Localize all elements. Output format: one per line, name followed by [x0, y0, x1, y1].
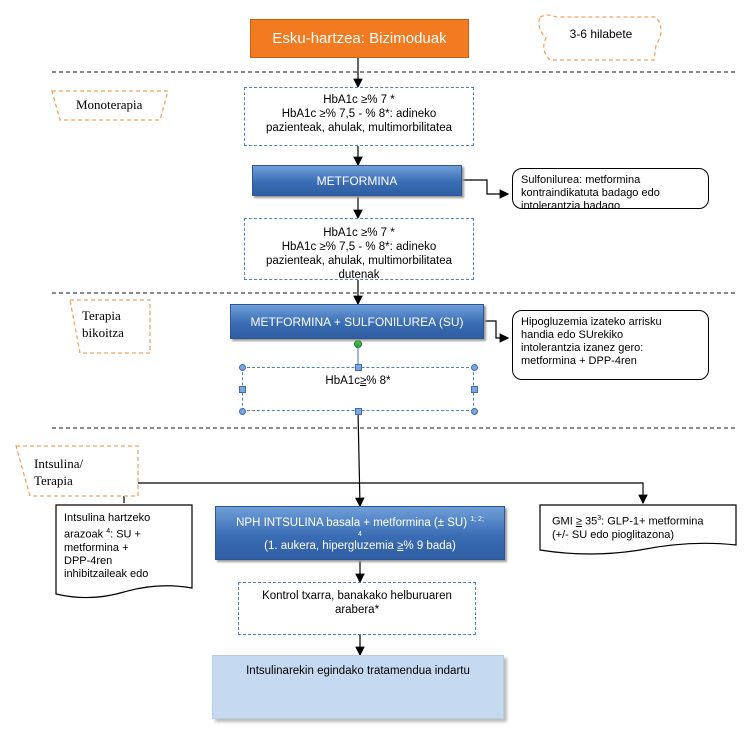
section-banner [15, 445, 139, 497]
document-shape [539, 504, 737, 555]
note-sulfonilurea: Sulfonilurea: metformina kontraindikatut… [512, 168, 709, 209]
final-box: Intsulinarekin egindako tratamendua inda… [212, 655, 504, 719]
resize-handle[interactable] [239, 386, 246, 393]
period-label: 3-6 hilabete [569, 27, 633, 41]
section-banner [51, 90, 169, 121]
drug-box-metformina: METFORMINA [252, 165, 462, 196]
section-banner [69, 299, 151, 354]
section-label-dual: Terapia bikoitza [82, 308, 124, 340]
drug-box-nph-intsulina: NPH INTSULINA basala + metformina (± SU)… [215, 506, 505, 560]
resize-handle[interactable] [471, 386, 478, 393]
resize-handle[interactable] [239, 364, 246, 371]
arrow [123, 482, 648, 505]
resize-handle[interactable] [355, 364, 362, 371]
resize-handle[interactable] [355, 408, 362, 415]
document-shape [55, 504, 193, 599]
criteria-box: HbA1c ≥% 7 * HbA1c ≥% 7,5 - % 8*: adinek… [244, 87, 474, 146]
note-hipogluzemia: Hipogluzemia izateko arrisku handia edo … [512, 310, 709, 380]
control-box: Kontrol txarra, banakako helburuaren ara… [238, 582, 476, 635]
arrow [355, 410, 365, 508]
criteria-box-selected[interactable]: HbA1c≥% 8* [242, 367, 474, 411]
arrow [484, 320, 510, 343]
period-banner [538, 14, 662, 61]
resize-handle[interactable] [471, 364, 478, 371]
resize-handle[interactable] [239, 408, 246, 415]
criteria-box: HbA1c ≥% 7 * HbA1c ≥% 7,5 - % 8*: adinek… [244, 218, 474, 280]
note-intsulina-arazoak: Intsulina hartzeko arazoak 4: SU + metfo… [64, 512, 151, 580]
resize-handle[interactable] [471, 408, 478, 415]
note-gmi: GMI ≥ 353: GLP-1+ metformina (+/- SU edo… [552, 515, 704, 541]
drug-box-metformina-su: METFORMINA + SULFONILUREA (SU) [230, 304, 484, 339]
arrow [462, 179, 510, 199]
header-title: Esku-hartzea: Bizimoduak [272, 30, 447, 47]
section-label-mono: Monoterapia [76, 97, 143, 112]
section-label-insulin: Intsulina/ Terapia [34, 456, 84, 488]
header-box: Esku-hartzea: Bizimoduak [250, 19, 469, 58]
